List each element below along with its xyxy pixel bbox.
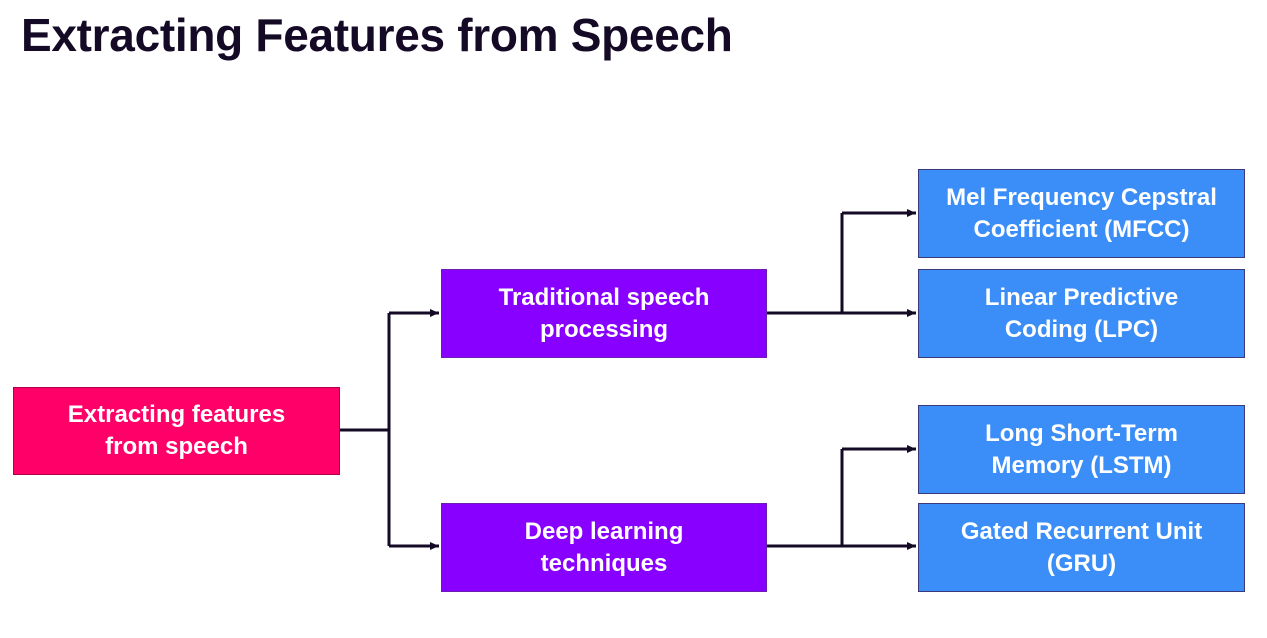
technique-node-lpc: Linear Predictive Coding (LPC) — [918, 269, 1245, 358]
category-node-traditional: Traditional speech processing — [441, 269, 767, 358]
category-node-deep-learning: Deep learning techniques — [441, 503, 767, 592]
category-label: Deep learning techniques — [524, 517, 684, 577]
technique-node-gru: Gated Recurrent Unit (GRU) — [918, 503, 1245, 592]
page-title: Extracting Features from Speech — [21, 9, 733, 61]
root-node-label: Extracting features from speech — [67, 401, 286, 460]
technique-node-lstm: Long Short-Term Memory (LSTM) — [918, 405, 1245, 494]
technique-label: Gated Recurrent Unit (GRU) — [960, 517, 1203, 577]
technique-label: Mel Frequency Cepstral Coefficient (MFCC… — [946, 183, 1217, 243]
technique-node-mfcc: Mel Frequency Cepstral Coefficient (MFCC… — [918, 169, 1245, 258]
category-label: Traditional speech processing — [498, 283, 710, 343]
technique-label: Linear Predictive Coding (LPC) — [984, 283, 1179, 343]
technique-label: Long Short-Term Memory (LSTM) — [985, 419, 1178, 479]
root-node: Extracting features from speech — [13, 387, 340, 475]
